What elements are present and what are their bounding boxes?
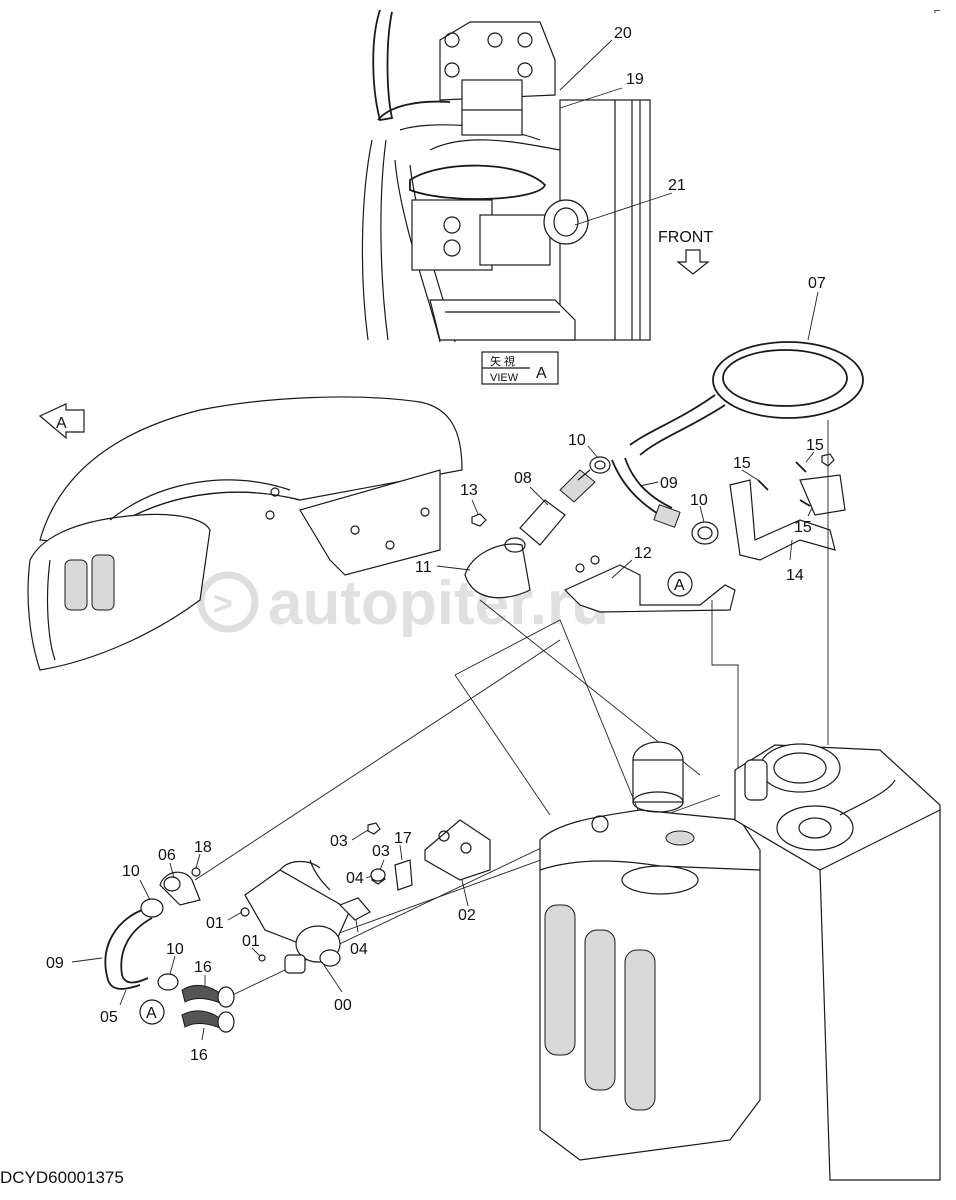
part-11-clamp [464,537,531,599]
label-13: 13 [460,482,478,499]
label-15-top: 15 [806,437,824,454]
label-15-left: 15 [733,455,751,472]
part-17-bracket [394,859,413,891]
view-label-jp: 矢 視 [490,354,515,368]
label-14: 14 [786,567,804,584]
view-a-caption [481,351,559,385]
label-09-top: 09 [660,475,678,492]
label-19: 19 [626,71,644,88]
label-05: 05 [100,1009,118,1026]
part-02-plate [424,819,491,881]
view-label-en: VIEW [490,372,519,384]
fuel-tank [539,741,941,1181]
label-15-right: 15 [794,519,812,536]
view-arrow-letter: A [56,415,67,432]
label-06: 06 [158,847,176,864]
part-00-fuel-pump [244,859,351,974]
label-18: 18 [194,839,212,856]
watermark-text: autopiter.ru [268,569,609,638]
label-04-top: 04 [346,870,364,887]
part-09-hose-bottom [104,909,153,990]
part-06-elbow [159,871,201,906]
part-13-bolt [471,513,487,527]
label-21: 21 [668,177,686,194]
ref-a-top: A [674,577,685,594]
ref-a-circle-bottom [139,999,165,1025]
part-01-screws [240,907,266,962]
part-12-bracket [563,555,736,613]
label-00: 00 [334,997,352,1014]
front-arrow-icon [676,249,710,275]
part-18-screw [191,867,201,877]
label-10-right: 10 [690,492,708,509]
label-12: 12 [634,545,652,562]
label-16-bottom: 16 [190,1047,208,1064]
corner-mark: ⌐ [934,5,940,17]
label-16-top: 16 [194,959,212,976]
label-10-left: 10 [122,863,140,880]
fender-assembly [27,396,463,671]
label-07: 07 [808,275,826,292]
label-20: 20 [614,25,632,42]
part-10-clamp-right [691,521,719,545]
svg-text:>: > [213,585,233,623]
ref-a-circle-top [667,571,693,597]
label-09-bottom: 09 [46,955,64,972]
front-label: FRONT [658,229,713,246]
watermark-logo-icon: > [197,571,259,633]
part-07-hose-coil [629,341,864,456]
part-10-clamp-bottom [157,973,179,991]
label-08: 08 [514,470,532,487]
label-01-bottom: 01 [242,933,260,950]
label-03-mid: 03 [372,843,390,860]
part-14-bracket [729,474,846,561]
part-10-clamp-left [140,898,164,918]
label-10-bottom: 10 [166,941,184,958]
part-04-fittings [338,868,386,921]
drawing-code: DCYD60001375 [0,1168,124,1187]
part-16-hose-fittings [181,984,235,1033]
view-arrow-icon [38,403,85,440]
label-17: 17 [394,830,412,847]
part-09-hose-top [611,457,681,528]
view-a-detail [361,9,673,343]
label-04-bottom: 04 [350,941,368,958]
part-08-valve [519,469,596,546]
view-letter: A [536,365,547,382]
label-01-top: 01 [206,915,224,932]
label-02: 02 [458,907,476,924]
ref-a-bottom: A [146,1005,157,1022]
label-03-top: 03 [330,833,348,850]
label-10-top: 10 [568,432,586,449]
label-11: 11 [415,559,432,576]
part-10-clamp-top [589,456,611,474]
